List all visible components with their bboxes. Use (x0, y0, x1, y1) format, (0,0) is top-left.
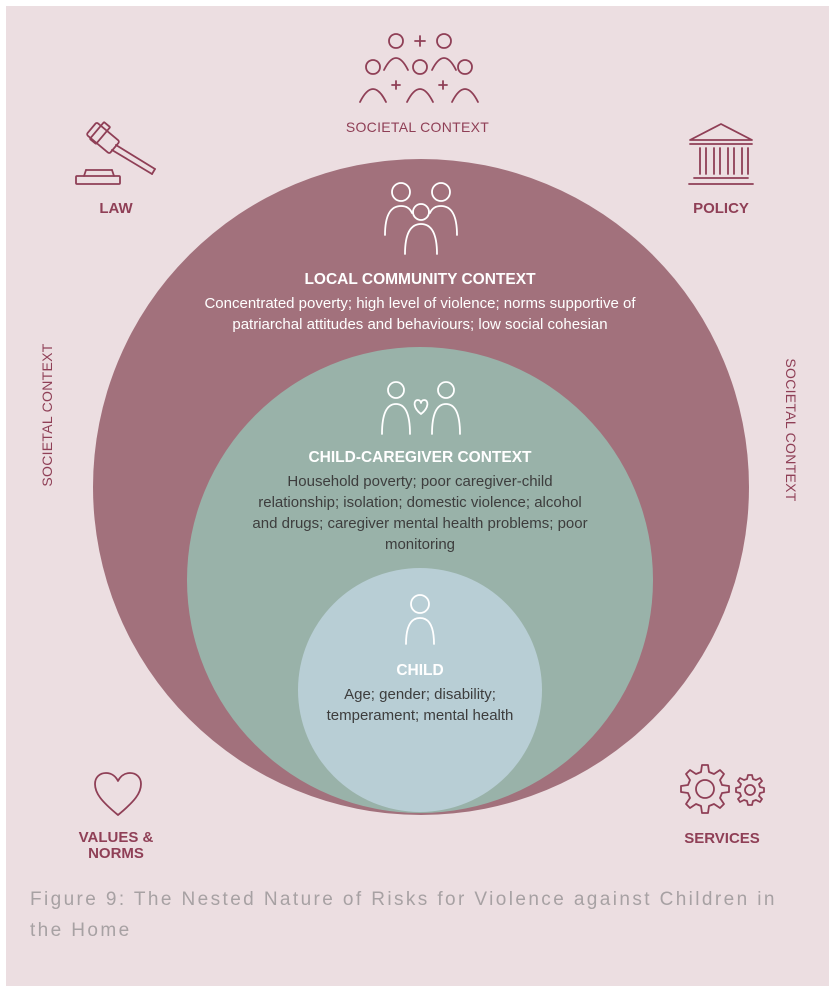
services-label: SERVICES (684, 830, 760, 847)
caregiver-context-title: CHILD-CAREGIVER CONTEXT (308, 449, 532, 466)
policy-label: POLICY (693, 200, 749, 217)
child-text: Age; gender; disability; temperament; me… (326, 686, 514, 724)
couple-heart-icon (381, 381, 461, 435)
child-title: CHILD (396, 662, 444, 679)
gears-icon (680, 764, 765, 814)
child-circle (298, 568, 542, 812)
community-context-text: Concentrated poverty; high level of viol… (204, 295, 636, 333)
child-icon (405, 594, 435, 645)
heart-icon (94, 772, 142, 816)
family-icon (384, 182, 458, 255)
gavel-icon (75, 121, 156, 185)
societal-context-top-label: SOCIETAL CONTEXT (345, 119, 490, 135)
law-label: LAW (99, 200, 133, 217)
people-group-icon (359, 33, 479, 103)
societal-context-right-label: SOCIETAL CONTEXT (783, 358, 799, 502)
values-norms-label: VALUES & NORMS (78, 829, 154, 862)
figure-caption: Figure 9: The Nested Nature of Risks for… (30, 889, 777, 941)
caregiver-context-text: Household poverty; poor caregiver-child … (252, 473, 588, 553)
community-context-title: LOCAL COMMUNITY CONTEXT (304, 271, 536, 288)
building-icon (688, 123, 754, 185)
